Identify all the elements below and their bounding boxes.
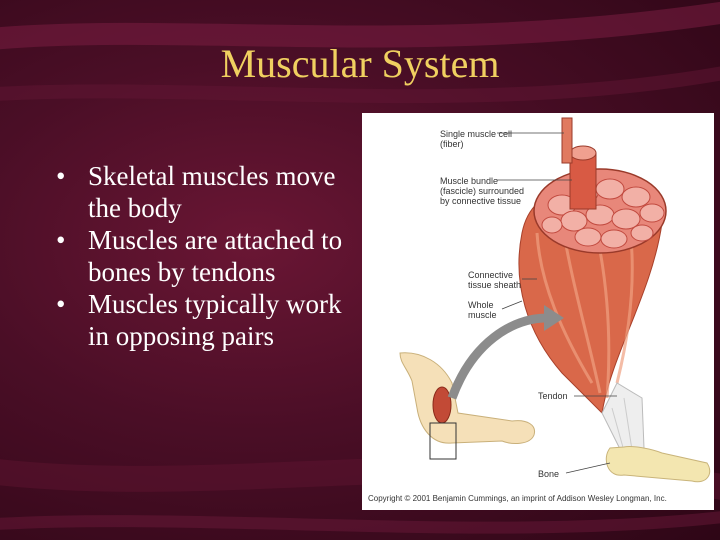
muscle-illustration (399, 117, 711, 483)
tendon (601, 382, 645, 454)
label-muscle-bundle: Muscle bundle (fascicle) surrounded by c… (440, 176, 525, 206)
arm (399, 352, 536, 444)
bullet-item: • Muscles typically work in opposing pai… (56, 288, 346, 352)
slide-title: Muscular System (220, 41, 500, 86)
label-single-muscle-cell: Single muscle cell (fiber) (440, 129, 513, 149)
bullet-item: • Skeletal muscles move the body (56, 160, 346, 224)
bullet-dot: • (56, 289, 66, 319)
bullet-list: • Skeletal muscles move the body • Muscl… (56, 160, 346, 352)
curved-arrow (447, 313, 548, 400)
muscle-anatomy-figure: Single muscle cell (fiber) Muscle bundle… (362, 113, 714, 510)
bullet-text: Muscles typically work in opposing pairs (88, 289, 342, 351)
bullet-text: Muscles are attached to bones by tendons (88, 225, 343, 287)
bullet-dot: • (56, 161, 66, 191)
copyright-caption: Copyright © 2001 Benjamin Cummings, an i… (368, 494, 667, 503)
label-whole-muscle: Whole muscle (468, 300, 497, 320)
single-muscle-fiber (561, 117, 573, 164)
biceps (432, 386, 452, 424)
highlight-box (429, 422, 457, 460)
bone (605, 446, 711, 483)
label-connective-tissue-sheath: Connective tissue sheath (468, 270, 522, 290)
bullet-item: • Muscles are attached to bones by tendo… (56, 224, 346, 288)
label-tendon: Tendon (538, 391, 568, 401)
bullet-dot: • (56, 225, 66, 255)
label-bone: Bone (538, 469, 560, 479)
bullet-text: Skeletal muscles move the body (88, 161, 336, 223)
muscle-bundle (569, 152, 597, 210)
